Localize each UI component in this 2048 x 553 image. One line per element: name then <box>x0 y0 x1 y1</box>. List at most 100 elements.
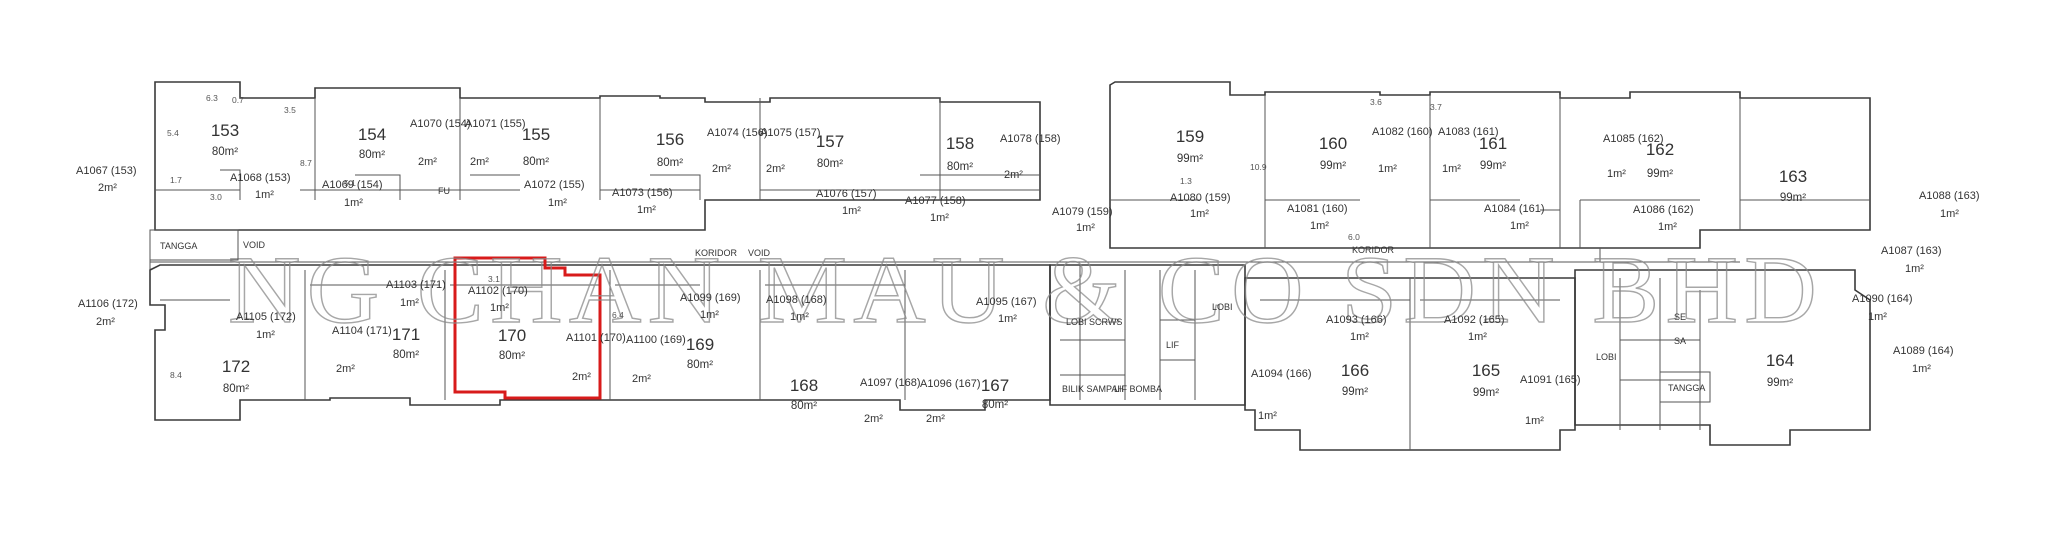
acc-a1090: A1090 (164) <box>1852 293 1913 305</box>
unit-157: 157 <box>816 132 844 151</box>
acc-a1091: A1091 (165) <box>1520 374 1581 386</box>
label-lif: LIF <box>1166 340 1180 350</box>
unit-172-area: 80m² <box>223 383 249 395</box>
watermark: NG CHAN MAU & CO SDN BHD <box>228 236 1823 343</box>
acc-a1080: A1080 (159) <box>1170 192 1231 204</box>
unit-164: 164 <box>1766 351 1794 370</box>
common-labels: TANGGA KORIDOR KORIDOR VOID VOID FU LOBI… <box>149 186 1711 403</box>
unit-170: 170 <box>498 326 526 345</box>
acc-a1100-area: 2m² <box>632 373 651 385</box>
acc-a1067-area: 2m² <box>98 182 117 194</box>
label-lobi-scrws: LOBI SCRWS <box>1066 317 1122 327</box>
dim-mark: 6.4 <box>612 310 624 320</box>
acc-a1068: A1068 (153) <box>230 172 291 184</box>
unit-labels: 153 80m² 154 80m² 155 80m² 156 80m² 157 … <box>211 121 1807 412</box>
unit-170-area: 80m² <box>499 350 525 362</box>
acc-a1101: A1101 (170) <box>566 332 626 344</box>
acc-a1095-area: 1m² <box>998 313 1017 325</box>
acc-a1098-area: 1m² <box>790 311 809 323</box>
acc-a1071-area: 2m² <box>470 156 489 168</box>
acc-a1077-area: 1m² <box>930 212 949 224</box>
dim-mark: 8.7 <box>300 158 312 168</box>
acc-a1081-area: 1m² <box>1310 220 1329 232</box>
acc-a1104-area: 2m² <box>336 363 355 375</box>
unit-168-area: 80m² <box>791 400 817 412</box>
unit-166: 166 <box>1341 361 1369 380</box>
acc-a1076: A1076 (157) <box>816 188 877 200</box>
acc-a1075-area: 2m² <box>766 163 785 175</box>
unit-158-area: 80m² <box>947 161 973 173</box>
unit-162: 162 <box>1646 140 1674 159</box>
unit-169: 169 <box>686 335 714 354</box>
acc-a1095: A1095 (167) <box>976 296 1037 308</box>
dim-mark: 10.9 <box>1250 162 1267 172</box>
acc-a1072: A1072 (155) <box>524 179 585 191</box>
acc-a1106: A1106 (172) <box>78 298 138 310</box>
acc-a1081: A1081 (160) <box>1287 203 1348 215</box>
acc-a1088-area: 1m² <box>1940 208 1959 220</box>
acc-a1083-area: 1m² <box>1442 163 1461 175</box>
acc-a1102-area: 1m² <box>490 302 509 314</box>
dim-mark: 0.7 <box>232 95 244 105</box>
acc-a1069-area: 1m² <box>344 197 363 209</box>
acc-a1090-area: 1m² <box>1868 311 1887 323</box>
unit-169-area: 80m² <box>687 359 713 371</box>
acc-a1082: A1082 (160) <box>1372 126 1433 138</box>
unit-153: 153 <box>211 121 239 140</box>
label-bilik-sampah: BILIK SAMPAH <box>1062 384 1124 394</box>
unit-165: 165 <box>1472 361 1500 380</box>
acc-a1077: A1077 (158) <box>905 195 966 207</box>
acc-a1067: A1067 (153) <box>76 165 137 177</box>
label-fu: FU <box>438 186 450 196</box>
unit-168: 168 <box>790 376 818 395</box>
acc-a1083: A1083 (161) <box>1438 126 1499 138</box>
acc-a1096-area: 2m² <box>926 413 945 425</box>
acc-a1097-area: 2m² <box>864 413 883 425</box>
accessory-labels: A1067 (153) 2m² A1068 (153) 1m² A1069 (1… <box>76 118 1980 427</box>
unit-157-area: 80m² <box>817 158 843 170</box>
label-void-1: VOID <box>243 240 266 250</box>
acc-a1089-area: 1m² <box>1912 363 1931 375</box>
dim-mark: 3.6 <box>1370 97 1382 107</box>
label-koridor-right: KORIDOR <box>1352 245 1395 255</box>
unit-154-area: 80m² <box>359 149 385 161</box>
acc-a1078: A1078 (158) <box>1000 133 1061 145</box>
acc-a1103-area: 1m² <box>400 297 419 309</box>
acc-a1078-area: 2m² <box>1004 169 1023 181</box>
acc-a1079-area: 1m² <box>1076 222 1095 234</box>
acc-a1085: A1085 (162) <box>1603 133 1664 145</box>
unit-171: 171 <box>392 325 420 344</box>
label-koridor-upper: KORIDOR <box>695 248 738 258</box>
acc-a1092-area: 1m² <box>1468 331 1487 343</box>
label-lif-bomba: LIF BOMBA <box>1114 384 1162 394</box>
acc-a1084-area: 1m² <box>1510 220 1529 232</box>
acc-a1086-area: 1m² <box>1658 221 1677 233</box>
label-tangga-left: TANGGA <box>160 241 197 251</box>
label-sa: SA <box>1674 336 1686 346</box>
dimension-marks: 6.3 3.5 0.7 1.7 3.0 5.1 8.7 5.4 1.3 3.6 … <box>167 93 1442 380</box>
acc-a1074-area: 2m² <box>712 163 731 175</box>
acc-a1074: A1074 (156) <box>707 127 768 139</box>
unit-159-area: 99m² <box>1177 153 1203 165</box>
acc-a1094: A1094 (166) <box>1251 368 1312 380</box>
unit-172: 172 <box>222 357 250 376</box>
acc-a1076-area: 1m² <box>842 205 861 217</box>
highlight-outline <box>453 256 602 400</box>
acc-a1084: A1084 (161) <box>1484 203 1545 215</box>
acc-a1101-area: 2m² <box>572 371 591 383</box>
acc-a1088: A1088 (163) <box>1919 190 1980 202</box>
dim-mark: 3.0 <box>210 192 222 202</box>
acc-a1086: A1086 (162) <box>1633 204 1694 216</box>
acc-a1106-area: 2m² <box>96 316 115 328</box>
acc-a1082-area: 1m² <box>1378 163 1397 175</box>
acc-a1080-area: 1m² <box>1190 208 1209 220</box>
unit-164-area: 99m² <box>1767 377 1793 389</box>
unit-155-area: 80m² <box>523 156 549 168</box>
dim-mark: 1.3 <box>1180 176 1192 186</box>
label-tangga-right: TANGGA <box>1668 383 1705 393</box>
acc-a1073-area: 1m² <box>637 204 656 216</box>
acc-a1099: A1099 (169) <box>680 292 741 304</box>
acc-a1087: A1087 (163) <box>1881 245 1942 257</box>
acc-a1091-area: 1m² <box>1525 415 1544 427</box>
unit-160: 160 <box>1319 134 1347 153</box>
